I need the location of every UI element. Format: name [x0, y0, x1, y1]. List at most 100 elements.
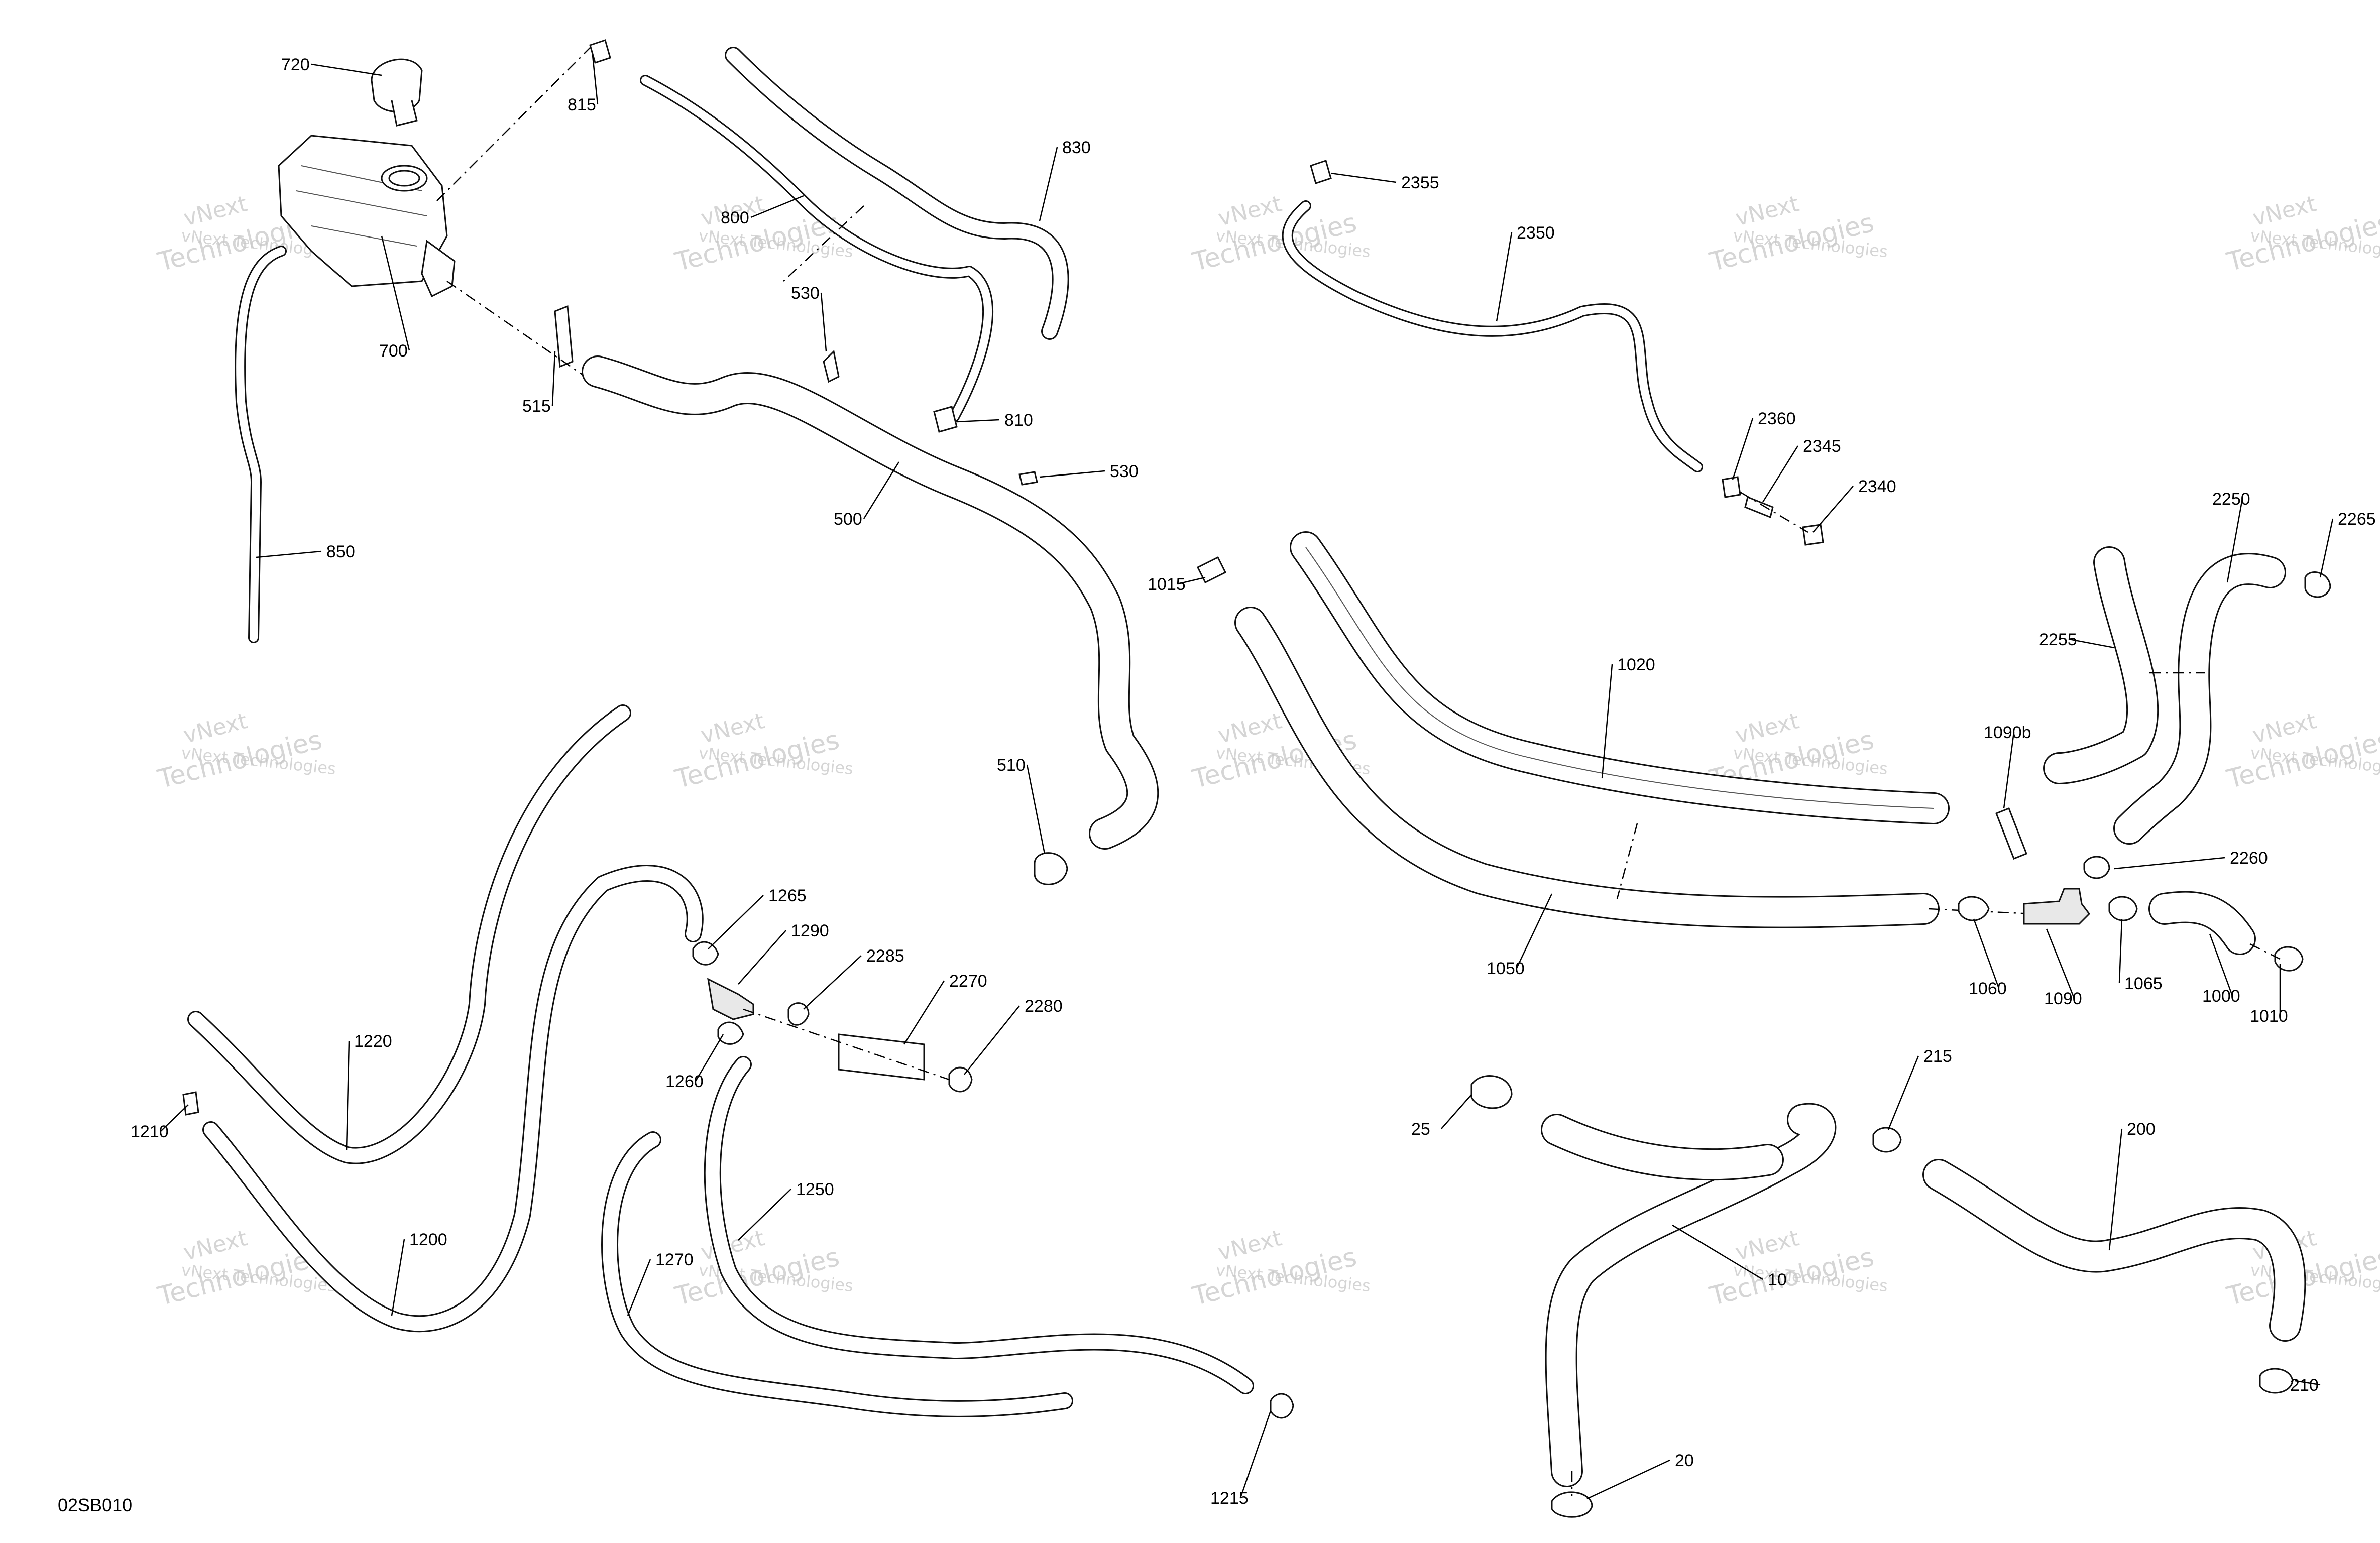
part-label-215: 215: [1923, 1047, 1952, 1066]
hose-clamp-810: [933, 406, 958, 433]
leader-line-1220: [346, 1040, 350, 1150]
part-label-25: 25: [1411, 1120, 1430, 1139]
hose-clamp-20: [1551, 1491, 1593, 1518]
part-label-1250: 1250: [796, 1180, 834, 1199]
leader-line-2250: [2226, 498, 2243, 583]
part-label-850: 850: [326, 542, 355, 561]
part-label-1270: 1270: [655, 1250, 694, 1269]
hose-group-200: [1872, 1127, 2306, 1394]
reservoir-cap-720: [371, 58, 423, 112]
part-label-515: 515: [522, 397, 551, 416]
part-label-2285: 2285: [866, 946, 904, 966]
hose-clamp-1215: [1270, 1393, 1294, 1419]
leader-line-1050: [1516, 893, 1553, 969]
leader-line-530: [1039, 470, 1105, 478]
part-label-2270: 2270: [949, 972, 987, 991]
part-label-210: 210: [2290, 1376, 2319, 1395]
leader-line-815: [592, 55, 599, 105]
hose-clamp-2285: [787, 1002, 810, 1026]
leader-line-2255: [2069, 638, 2115, 649]
leader-line-850: [256, 550, 322, 558]
part-label-510: 510: [997, 756, 1026, 775]
leader-line-1020: [1601, 664, 1613, 779]
watermark-text: vNext: [2250, 191, 2319, 231]
leader-line-215: [1887, 1055, 1919, 1130]
watermark-text: vNext: [1215, 191, 1284, 231]
fitting-2360: [1722, 476, 1741, 498]
part-label-1050: 1050: [1487, 959, 1525, 978]
part-label-2260: 2260: [2230, 849, 2268, 868]
part-label-1090b: 1090b: [1984, 723, 2031, 742]
leader-line-515: [551, 351, 556, 406]
part-label-830: 830: [1062, 138, 1091, 157]
leader-line-720: [311, 63, 382, 76]
leader-line-800: [750, 195, 804, 218]
tee-fitting-1090: [2023, 888, 2090, 925]
leader-line-510: [1026, 764, 1046, 854]
leader-line-2280: [964, 1005, 1020, 1075]
leader-line-1265: [708, 895, 764, 949]
leader-line-10: [1672, 1224, 1763, 1280]
part-label-2265: 2265: [2338, 510, 2376, 529]
hose-clamp-1265: [692, 941, 719, 966]
part-label-1220: 1220: [354, 1032, 392, 1051]
part-labels: 7208158308007005308105155305008502355235…: [131, 55, 2376, 1508]
leader-line-200: [2108, 1128, 2123, 1251]
hose-clamp-2280: [948, 1066, 973, 1093]
nut-2340: [1802, 524, 1824, 546]
watermark-text: vNext: [1733, 191, 1801, 231]
leader-line-700: [381, 235, 410, 351]
leader-line-1060: [1973, 918, 2000, 989]
part-label-500: 500: [834, 510, 862, 529]
leader-line-1290: [738, 930, 786, 985]
watermark-text: vNext: [1215, 708, 1284, 749]
hose-group-10: [1470, 1075, 1837, 1518]
sensor-2345: [1744, 496, 1774, 519]
bolt-530-a: [823, 349, 840, 383]
bolt-530-b: [1018, 471, 1038, 486]
temperature-sensor-1090b: [1995, 807, 2027, 860]
leader-line-2345: [1762, 445, 1799, 503]
part-label-1215: 1215: [1210, 1489, 1249, 1508]
part-label-530: 530: [791, 284, 820, 303]
part-label-1260: 1260: [665, 1072, 704, 1091]
leader-line-1250: [738, 1189, 791, 1241]
hose-group-2250-2255: [2043, 546, 2331, 879]
part-label-1090: 1090: [2044, 989, 2082, 1008]
leader-line-1065: [2118, 918, 2123, 984]
hose-clamp-1060: [1958, 896, 1990, 921]
part-label-2280: 2280: [1025, 997, 1063, 1016]
hose-group-1200-1220: [182, 704, 719, 1333]
part-label-2255: 2255: [2039, 630, 2077, 649]
watermark-text: vNext: [181, 708, 250, 749]
part-label-20: 20: [1675, 1451, 1694, 1470]
leader-line-1000: [2209, 933, 2233, 996]
leader-line-1200: [391, 1239, 405, 1316]
part-label-1265: 1265: [768, 886, 807, 905]
leader-line-530: [820, 292, 827, 352]
hose-clamp-815: [589, 39, 611, 64]
hose-clamp-510: [1034, 852, 1068, 885]
watermark-text: vNext: [1733, 1225, 1801, 1266]
reservoir-outlet-fitting: [421, 240, 456, 298]
part-label-1015: 1015: [1148, 575, 1186, 594]
watermark-text: vNext: [1215, 1225, 1284, 1266]
leader-line-830: [1039, 147, 1058, 221]
leader-line-2340: [1812, 486, 1854, 533]
watermark-text: vNext: [181, 1225, 250, 1266]
hose-clamp-2260: [2083, 856, 2110, 879]
part-label-2250: 2250: [2212, 490, 2250, 509]
leader-line-1215: [1239, 1410, 1272, 1498]
leader-line-500: [863, 461, 900, 519]
hose-group-1250-1270: [601, 1056, 1294, 1419]
elbow-fitting-1290: [707, 978, 754, 1020]
